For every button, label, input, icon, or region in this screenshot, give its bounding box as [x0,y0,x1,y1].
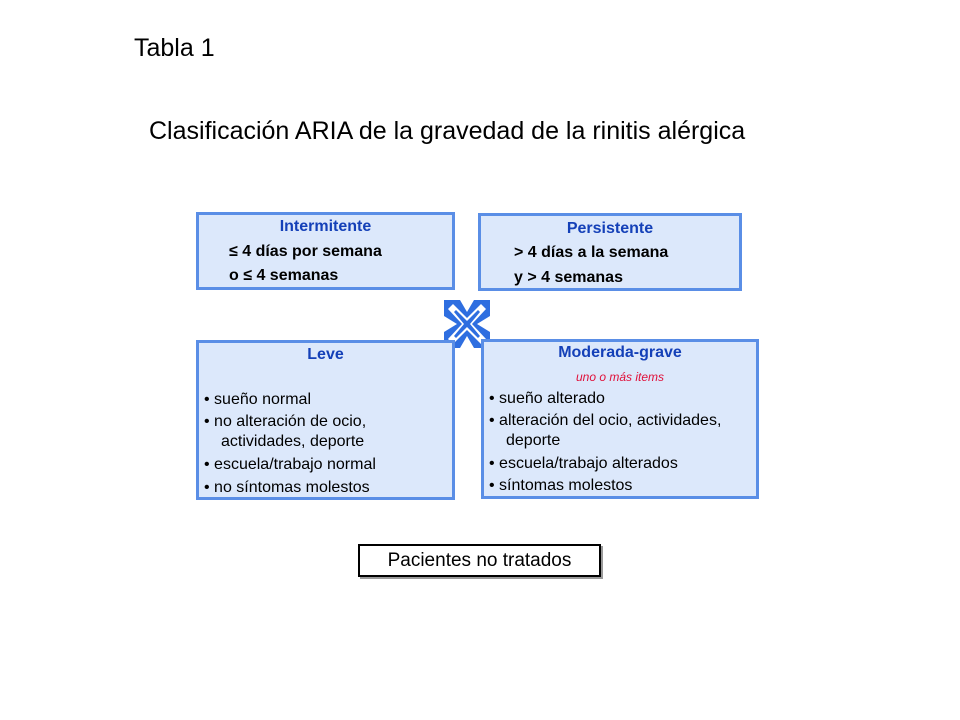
moderada-grave-box: Moderada-grave uno o más items • sueño a… [481,339,759,499]
intermitente-title: Intermitente [279,218,372,235]
leve-item: • no alteración de ocio, [204,413,367,430]
leve-box: Leve • sueño normal • no alteración de o… [196,340,455,500]
untreated-patients-label: Pacientes no tratados [358,544,601,577]
persistente-title: Persistente [566,220,654,237]
cross-arrows-icon [444,300,490,348]
moderada-item: • sueño alterado [489,390,605,407]
table-label: Tabla 1 [134,34,215,62]
moderada-item: • escuela/trabajo alterados [489,455,678,472]
intermitente-line-1: ≤ 4 días por semana [229,243,382,260]
moderada-item: • síntomas molestos [489,477,633,494]
leve-title: Leve [307,346,344,363]
moderada-item: deporte [506,432,561,449]
persistente-line-2: y > 4 semanas [514,269,623,286]
moderada-grave-note: uno o más items [575,370,665,384]
leve-item: • no síntomas molestos [204,479,370,496]
page-title: Clasificación ARIA de la gravedad de la … [149,117,746,145]
intermitente-line-2: o ≤ 4 semanas [229,267,339,284]
leve-item: • escuela/trabajo normal [204,456,376,473]
persistente-line-1: > 4 días a la semana [514,244,669,261]
leve-item: actividades, deporte [221,433,365,450]
leve-item: • sueño normal [204,391,311,408]
moderada-grave-title: Moderada-grave [558,344,682,361]
persistente-box: Persistente > 4 días a la semana y > 4 s… [478,213,742,291]
intermitente-box: Intermitente ≤ 4 días por semana o ≤ 4 s… [196,212,455,290]
moderada-item: • alteración del ocio, actividades, [489,412,722,429]
